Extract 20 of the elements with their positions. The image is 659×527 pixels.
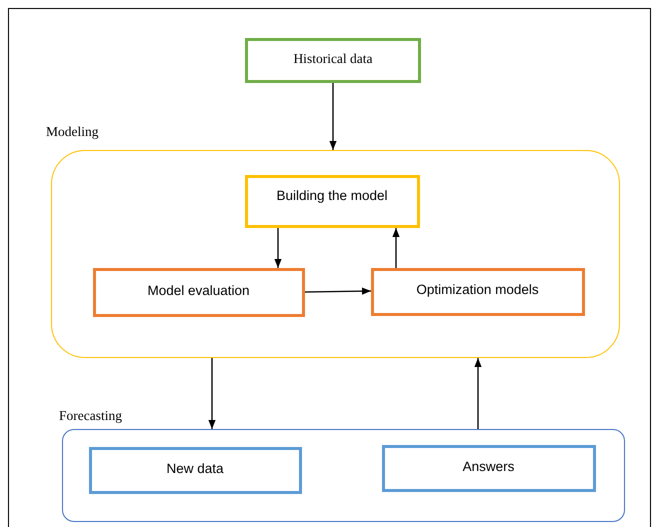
process-box	[92, 268, 304, 316]
arrow	[208, 358, 216, 429]
process-box	[382, 444, 596, 492]
group-heading: Modeling	[46, 124, 98, 140]
box-label: New data	[165, 460, 225, 476]
arrow	[474, 358, 482, 429]
process-box	[88, 446, 302, 494]
box-label: Historical data	[292, 51, 374, 67]
process-box	[370, 268, 584, 316]
box-label: Answers	[462, 458, 516, 474]
arrow	[305, 288, 371, 295]
process-box	[245, 38, 421, 83]
process-box	[244, 174, 420, 228]
arrow	[392, 228, 400, 268]
arrow	[274, 228, 282, 268]
box-label: Model evaluation	[146, 282, 251, 298]
group-heading: Forecasting	[59, 408, 122, 424]
box-label: Optimization models	[415, 282, 540, 296]
arrow	[329, 83, 337, 150]
box-label: Building the model	[275, 188, 389, 202]
